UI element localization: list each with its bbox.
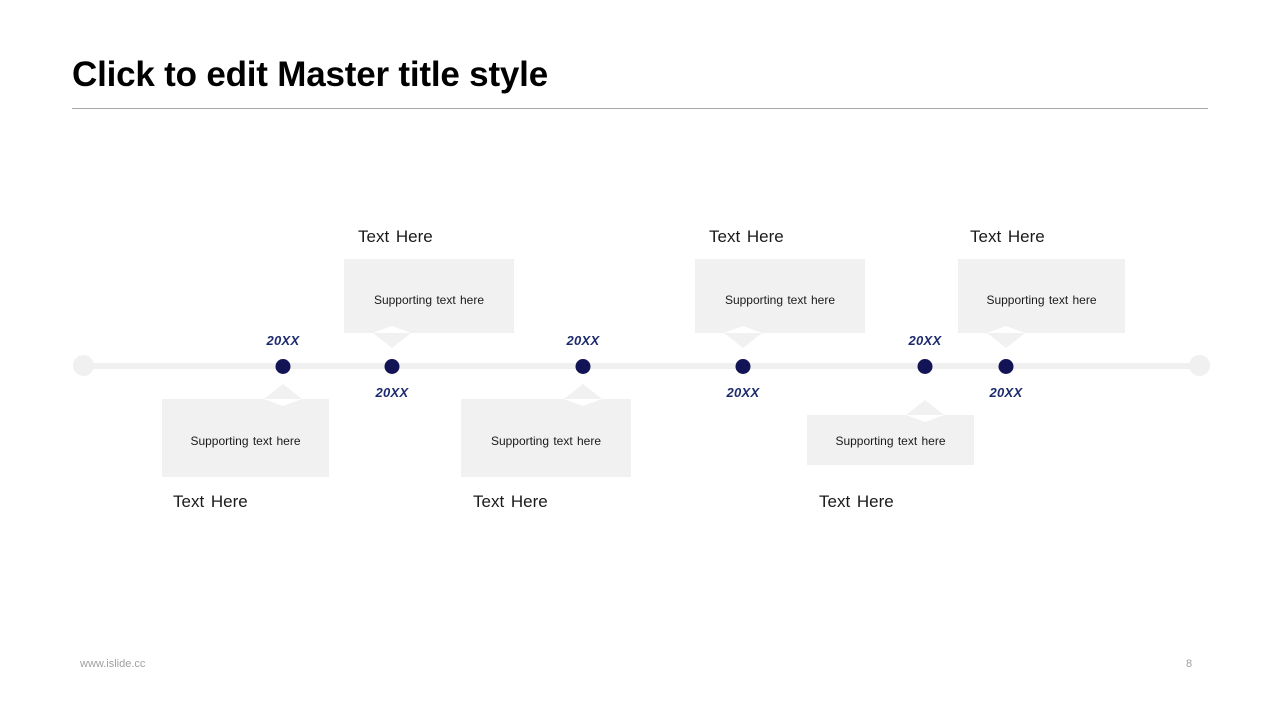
timeline-bar (83, 363, 1200, 369)
timeline-start-cap (73, 355, 94, 376)
top-callout-notch-3 (987, 326, 1025, 333)
timeline-end-cap (1189, 355, 1210, 376)
bottom-callout-notch-2 (564, 399, 602, 406)
timeline-dot-4[interactable] (735, 359, 751, 374)
top-callout-heading-1[interactable]: Text Here (358, 227, 433, 246)
timeline-dot-3[interactable] (575, 359, 591, 374)
bottom-callout-heading-2[interactable]: Text Here (473, 492, 548, 511)
timeline-dot-1[interactable] (275, 359, 291, 374)
timeline-year-label-4[interactable]: 20XX (726, 385, 760, 400)
top-callout-tail-1 (373, 333, 411, 348)
bottom-callout-heading-3[interactable]: Text Here (819, 492, 894, 511)
timeline-year-label-2[interactable]: 20XX (375, 385, 409, 400)
bottom-callout-notch-1 (264, 399, 302, 406)
footer-url[interactable]: www.islide.cc (80, 658, 146, 670)
top-callout-heading-3[interactable]: Text Here (970, 227, 1045, 246)
timeline-dot-2[interactable] (384, 359, 400, 374)
top-callout-notch-2 (724, 326, 762, 333)
bottom-callout-tail-1 (264, 384, 302, 399)
bottom-callout-tail-3 (906, 400, 944, 415)
timeline-dot-6[interactable] (998, 359, 1014, 374)
bottom-callout-card-3[interactable]: Supporting text here (807, 415, 974, 465)
bottom-callout-body-2[interactable]: Supporting text here (490, 434, 602, 448)
footer-page-number: 8 (1186, 658, 1193, 670)
title-placeholder[interactable]: Click to edit Master title style (72, 50, 1208, 109)
top-callout-body-3[interactable]: Supporting text here (986, 293, 1097, 307)
bottom-callout-notch-3 (906, 415, 944, 422)
top-callout-card-1[interactable]: Supporting text here (344, 259, 514, 333)
top-callout-tail-2 (724, 333, 762, 348)
top-callout-tail-3 (987, 333, 1025, 348)
timeline-dot-5[interactable] (917, 359, 933, 374)
bottom-callout-body-1[interactable]: Supporting text here (190, 434, 301, 448)
page-title[interactable]: Click to edit Master title style (72, 55, 548, 94)
bottom-callout-card-1[interactable]: Supporting text here (162, 399, 329, 477)
bottom-callout-card-2[interactable]: Supporting text here (461, 399, 631, 477)
top-callout-card-2[interactable]: Supporting text here (695, 259, 865, 333)
bottom-callout-tail-2 (564, 384, 602, 399)
top-callout-body-1[interactable]: Supporting text here (373, 293, 485, 307)
timeline-year-label-5[interactable]: 20XX (908, 333, 942, 348)
top-callout-notch-1 (373, 326, 411, 333)
top-callout-card-3[interactable]: Supporting text here (958, 259, 1125, 333)
timeline-year-label-6[interactable]: 20XX (989, 385, 1023, 400)
timeline-year-label-3[interactable]: 20XX (566, 333, 600, 348)
bottom-callout-body-3[interactable]: Supporting text here (835, 434, 946, 448)
timeline-year-label-1[interactable]: 20XX (266, 333, 300, 348)
top-callout-heading-2[interactable]: Text Here (709, 227, 784, 246)
bottom-callout-heading-1[interactable]: Text Here (173, 492, 248, 511)
top-callout-body-2[interactable]: Supporting text here (724, 293, 836, 307)
